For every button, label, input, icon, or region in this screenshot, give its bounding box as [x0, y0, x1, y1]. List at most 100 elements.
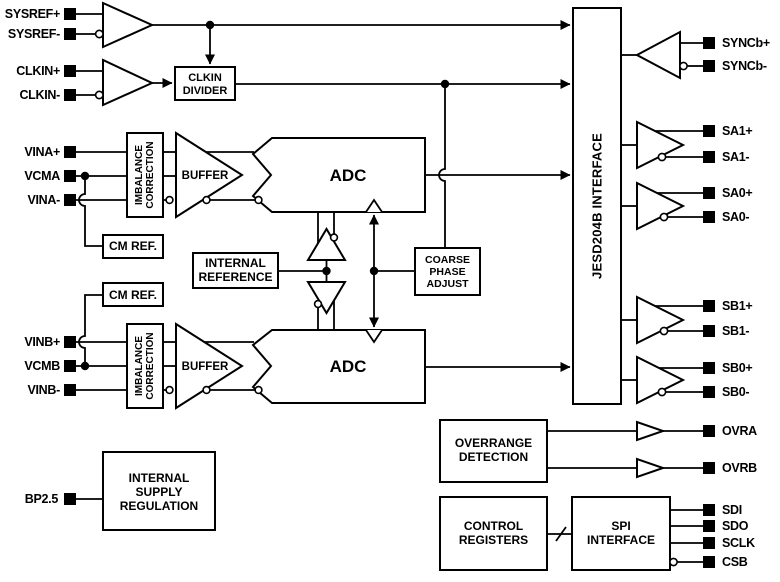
imbalance-a-label-2: CORRECTION [145, 141, 156, 208]
overrange-detection-block [439, 419, 548, 483]
ref-driver-up-triangle [306, 227, 347, 261]
inversion-bubbles [94, 29, 688, 567]
pin-label-sdi: SDI [722, 503, 742, 517]
supply-label-2: SUPPLY [136, 485, 183, 499]
pin-squares [64, 8, 715, 568]
sa0-driver-triangle [636, 181, 686, 231]
pin-label-vcmb: VCMB [24, 359, 60, 373]
pin-label-sa0-p: SA0+ [722, 186, 752, 200]
imbalance-b-label-1: IMBALANCE [134, 336, 145, 396]
sb0-driver-triangle [636, 355, 686, 405]
sa1-driver-triangle [636, 120, 686, 170]
adc-a-clock-notch [365, 198, 383, 213]
pin-clkin-n [64, 89, 76, 101]
pin-label-sysref-p: SYSREF+ [5, 7, 60, 21]
junction-dots [80, 20, 450, 371]
pin-sa0-p [703, 187, 715, 199]
pin-sb0-p [703, 362, 715, 374]
adc-b-clock-notch [365, 329, 383, 344]
pin-label-sa1-p: SA1+ [722, 124, 752, 138]
pin-label-sb0-n: SB0- [722, 385, 749, 399]
clkin-buffer-triangle [102, 58, 155, 107]
ovrb-driver-triangle [636, 457, 667, 479]
pin-label-sa0-n: SA0- [722, 210, 749, 224]
jesd204b-interface-label: JESD204B INTERFACE [590, 133, 605, 279]
pin-sclk [703, 537, 715, 549]
pin-vinb-p [64, 336, 76, 348]
overrange-label-2: DETECTION [459, 450, 528, 464]
spi-interface-label-2: INTERFACE [587, 533, 655, 547]
pin-vina-p [64, 146, 76, 158]
pin-vinb-n [64, 384, 76, 396]
adc-b-label: ADC [330, 357, 367, 376]
pin-sysref-p [64, 8, 76, 20]
clkin-divider-block [174, 66, 236, 101]
ref-driver-down-triangle [306, 281, 347, 315]
pin-sa1-p [703, 125, 715, 137]
pin-label-vinb-p: VINB+ [24, 335, 60, 349]
internal-supply-regulation-block [102, 451, 216, 531]
pin-label-ovrb: OVRB [722, 461, 757, 475]
jesd204b-interface-block [572, 7, 622, 405]
coarse-phase-adjust-label-3: ADJUST [426, 278, 469, 290]
spi-interface-label-1: SPI [611, 519, 630, 533]
supply-label-1: INTERNAL [129, 471, 190, 485]
overrange-label-1: OVERRANGE [455, 436, 532, 450]
pin-syncb-n [703, 60, 715, 72]
pin-label-sdo: SDO [722, 519, 749, 533]
pin-label-sa1-n: SA1- [722, 150, 749, 164]
pin-label-clkin-n: CLKIN- [19, 88, 60, 102]
clkin-divider-label-1: CLKIN [188, 72, 222, 84]
pin-sysref-n [64, 28, 76, 40]
adc-a-block [251, 137, 426, 213]
pin-vina-n [64, 194, 76, 206]
block-labels: CLKIN DIVIDER IMBALANCE CORRECTION IMBAL… [109, 72, 655, 547]
imbalance-b-label-2: CORRECTION [145, 332, 156, 399]
pin-sa1-n [703, 151, 715, 163]
buffer-a-label: BUFFER [182, 170, 229, 182]
adc-b-block [251, 329, 426, 404]
pin-label-sclk: SCLK [722, 536, 755, 550]
control-registers-label-1: CONTROL [464, 519, 523, 533]
pin-sb1-n [703, 325, 715, 337]
cm-ref-a-block [102, 234, 164, 259]
blocks [102, 1, 686, 571]
pin-label-vina-n: VINA- [27, 193, 60, 207]
control-registers-block [439, 496, 548, 571]
buffer-b-label: BUFFER [182, 361, 229, 373]
pin-labels: SYSREF+ SYSREF- CLKIN+ CLKIN- VINA+ VCMA… [5, 7, 770, 569]
ovra-driver-triangle [636, 420, 667, 442]
spi-interface-block [571, 496, 671, 571]
pin-vcmb [64, 360, 76, 372]
pin-label-sb1-n: SB1- [722, 324, 749, 338]
pin-label-sb1-p: SB1+ [722, 299, 752, 313]
coarse-phase-adjust-label-1: COARSE [425, 254, 470, 266]
pin-label-vina-p: VINA+ [24, 145, 60, 159]
pin-ovra [703, 425, 715, 437]
imbalance-a-label-1: IMBALANCE [134, 145, 145, 205]
pin-syncb-p [703, 37, 715, 49]
syncb-receiver-triangle [634, 30, 681, 80]
pin-csb [703, 556, 715, 568]
adc-a-label: ADC [330, 166, 367, 185]
pin-label-vcma: VCMA [24, 169, 60, 183]
cm-ref-a-label: CM REF. [109, 239, 157, 253]
clkin-divider-label-2: DIVIDER [183, 85, 228, 97]
supply-label-3: REGULATION [120, 499, 198, 513]
buffer-a-triangle [175, 131, 244, 219]
coarse-phase-adjust-block [414, 247, 481, 296]
pin-clkin-p [64, 65, 76, 77]
pin-sb1-p [703, 300, 715, 312]
pin-sb0-n [703, 386, 715, 398]
pin-label-sysref-n: SYSREF- [8, 27, 60, 41]
pin-sdo [703, 520, 715, 532]
internal-reference-label-2: REFERENCE [198, 270, 272, 284]
pin-label-sb0-p: SB0+ [722, 361, 752, 375]
pin-sa0-n [703, 211, 715, 223]
pin-label-ovra: OVRA [722, 424, 757, 438]
pin-label-clkin-p: CLKIN+ [16, 64, 60, 78]
pin-sdi [703, 504, 715, 516]
sb1-driver-triangle [636, 295, 686, 345]
